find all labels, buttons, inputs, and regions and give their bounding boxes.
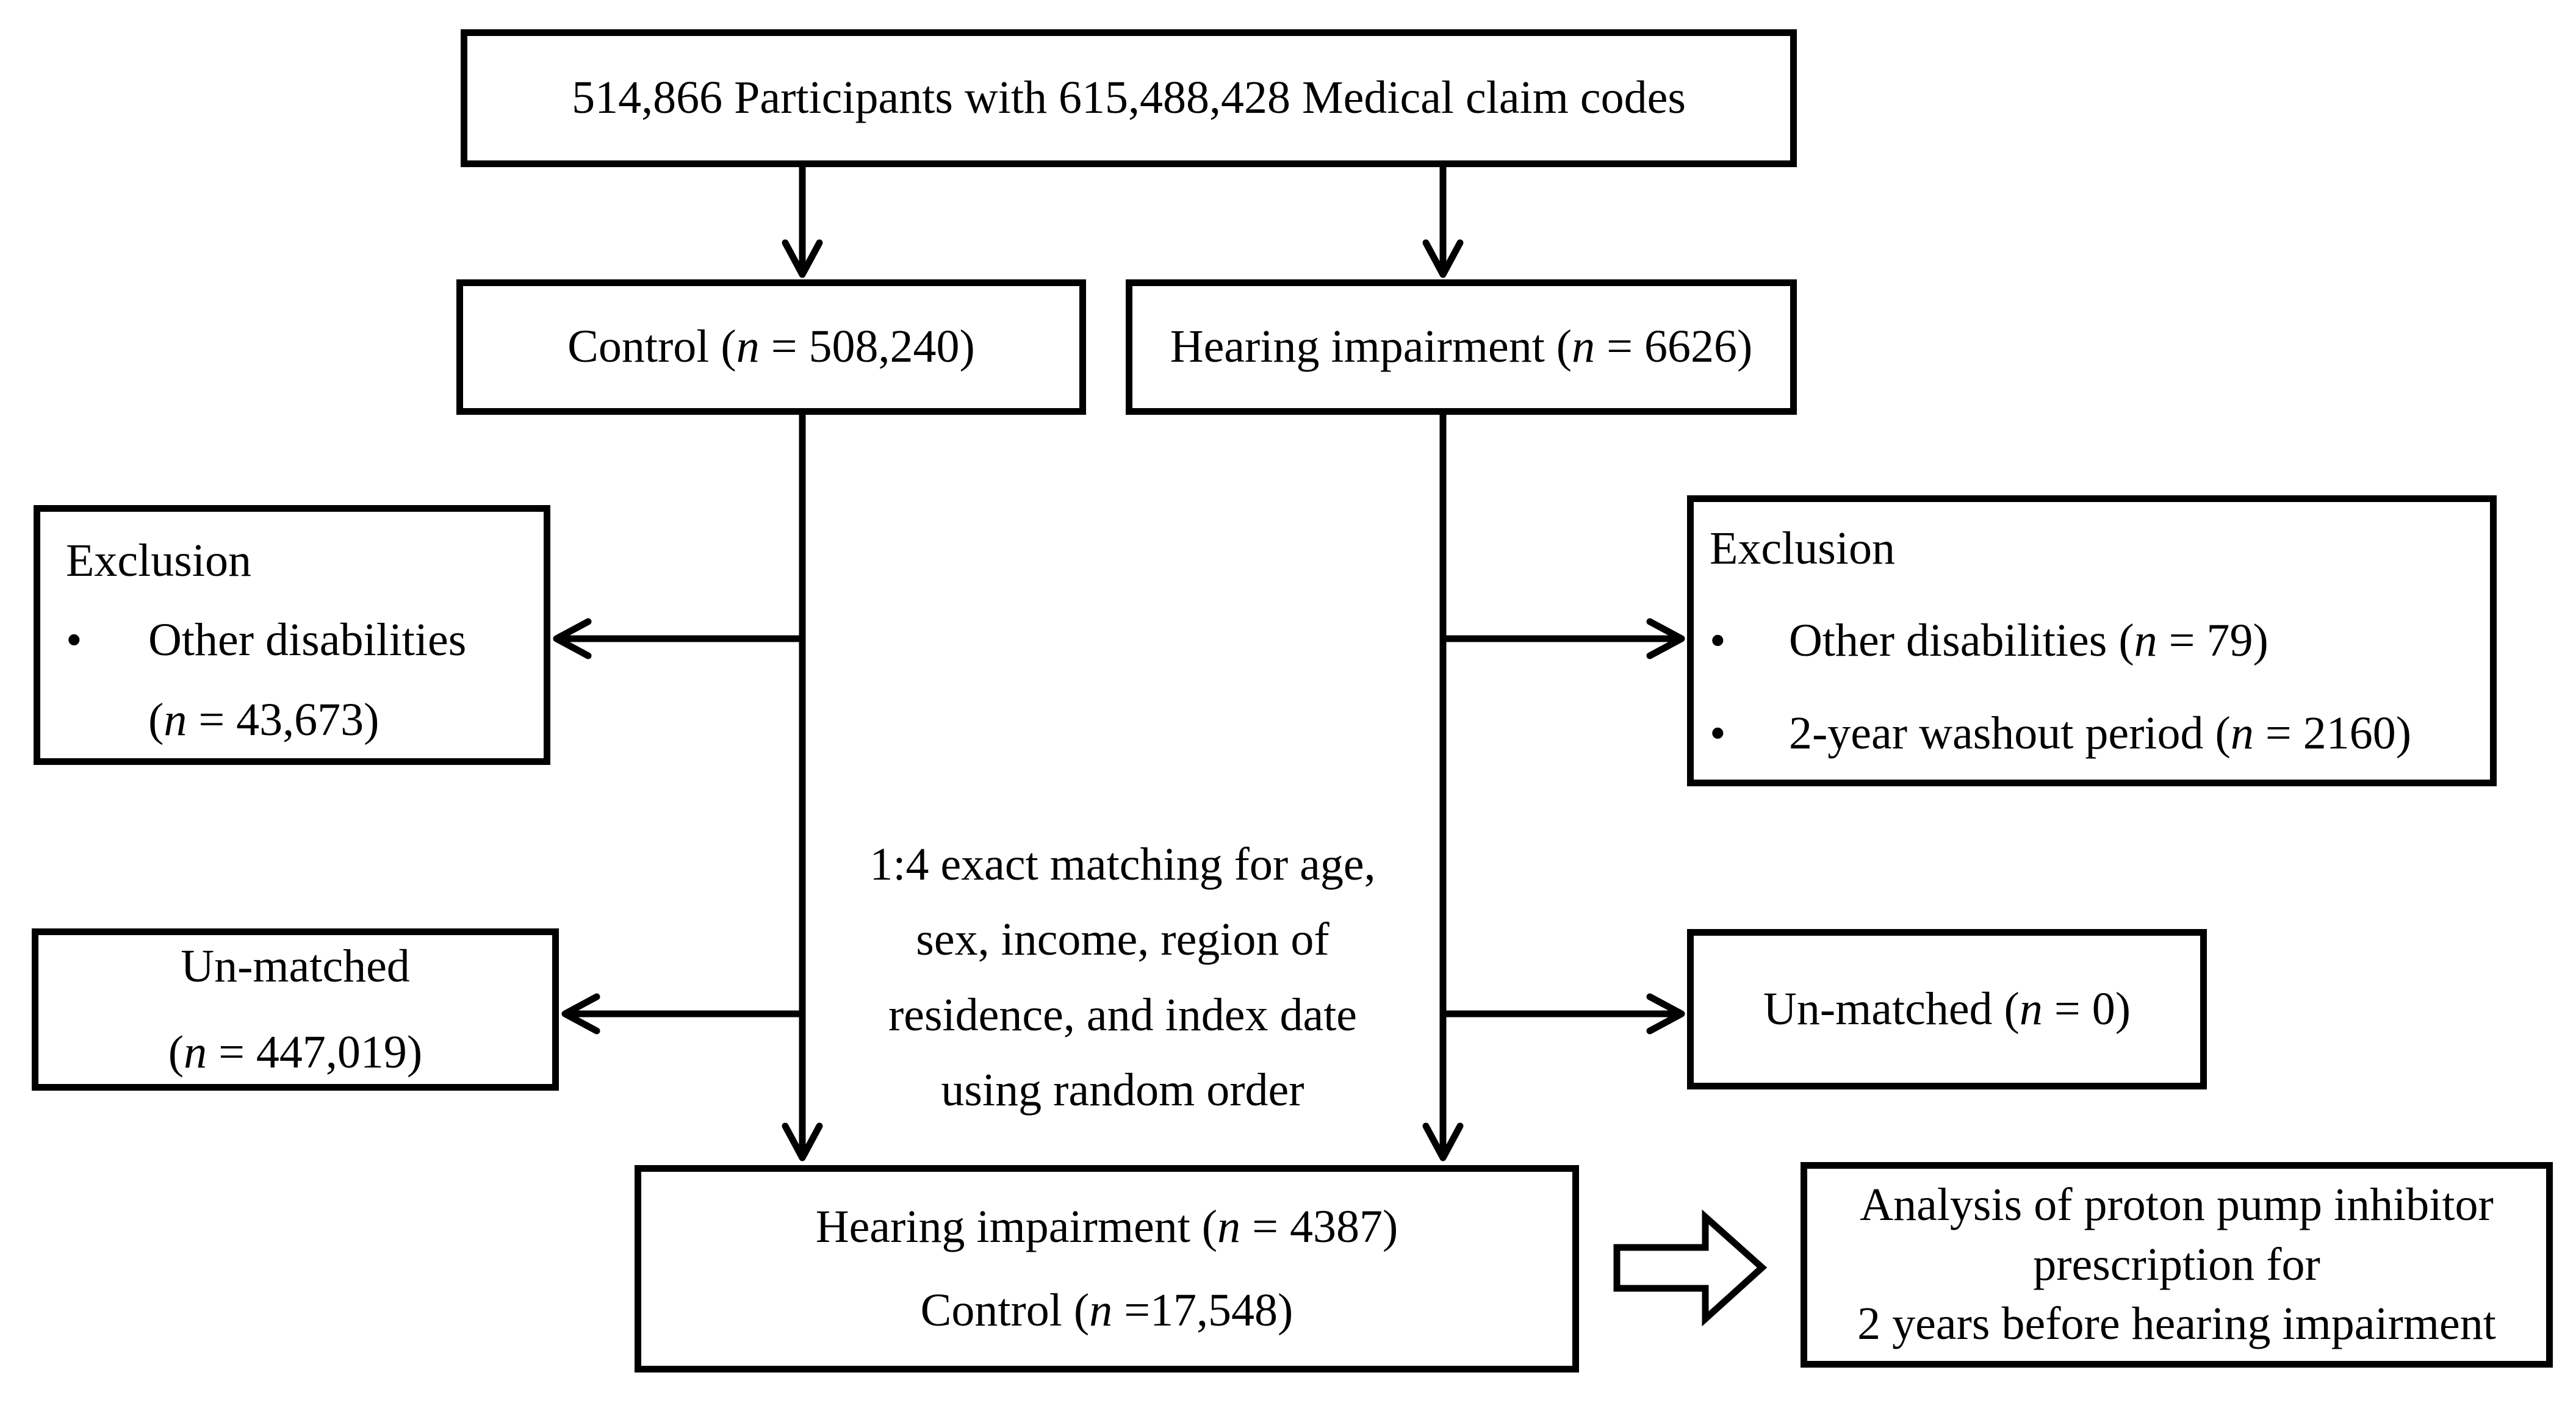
box-analysis: Analysis of proton pump inhibitor prescr… — [1801, 1162, 2553, 1368]
unmatched-text: Un-matched — [181, 940, 410, 992]
list-item: • Other disabilities (n = 43,673) — [66, 614, 531, 747]
box-participants: 514,866 Participants with 615,488,428 Me… — [461, 29, 1797, 167]
matched-control-text: Control (n =17,548) — [920, 1285, 1293, 1336]
analysis-text-line: 2 years before hearing impairment — [1857, 1298, 2496, 1350]
exclusion-item-text: 2-year washout period (n = 2160) — [1789, 707, 2412, 759]
box-exclusion-control: Exclusion • Other disabilities (n = 43,6… — [34, 505, 550, 765]
bullet-marker: • — [1710, 707, 1726, 759]
box-exclusion-hearing: Exclusion • Other disabilities (n = 79) … — [1687, 495, 2497, 786]
exclusion-item-text: Other disabilities — [148, 614, 467, 666]
bullet-marker: • — [1710, 615, 1726, 667]
matching-note-line: using random order — [941, 1064, 1304, 1116]
exclusion-item-text: Other disabilities (n = 79) — [1789, 615, 2268, 667]
exclusion-heading: Exclusion — [66, 535, 251, 586]
list-item: • Other disabilities (n = 79) — [1710, 614, 2481, 667]
analysis-text-line: Analysis of proton pump inhibitor — [1860, 1179, 2494, 1231]
box-control: Control (n = 508,240) — [456, 279, 1086, 415]
matching-note: 1:4 exact matching for age, sex, income,… — [818, 838, 1428, 1118]
box-unmatched-hearing: Un-matched (n = 0) — [1687, 929, 2207, 1089]
unmatched-count: (n = 447,019) — [168, 1027, 423, 1078]
exclusion-heading: Exclusion — [1710, 523, 1895, 574]
bullet-marker: • — [66, 614, 82, 666]
list-item: • 2-year washout period (n = 2160) — [1710, 707, 2481, 760]
unmatched-text: Un-matched (n = 0) — [1763, 983, 2131, 1035]
matching-note-line: sex, income, region of — [916, 914, 1329, 966]
analysis-text-line: prescription for — [2033, 1238, 2320, 1290]
participants-text: 514,866 Participants with 615,488,428 Me… — [572, 72, 1686, 124]
box-hearing-impairment: Hearing impairment (n = 6626) — [1126, 279, 1797, 415]
block-arrow-icon — [1613, 1209, 1768, 1327]
matching-note-line: residence, and index date — [888, 989, 1358, 1041]
matched-hearing-text: Hearing impairment (n = 4387) — [815, 1200, 1398, 1252]
box-matched-cohort: Hearing impairment (n = 4387) Control (n… — [635, 1165, 1579, 1372]
exclusion-item-count: (n = 43,673) — [148, 694, 380, 745]
hearing-impairment-text: Hearing impairment (n = 6626) — [1170, 321, 1753, 373]
matching-note-line: 1:4 exact matching for age, — [869, 839, 1376, 890]
control-text: Control (n = 508,240) — [567, 321, 975, 373]
box-unmatched-control: Un-matched (n = 447,019) — [32, 928, 559, 1091]
